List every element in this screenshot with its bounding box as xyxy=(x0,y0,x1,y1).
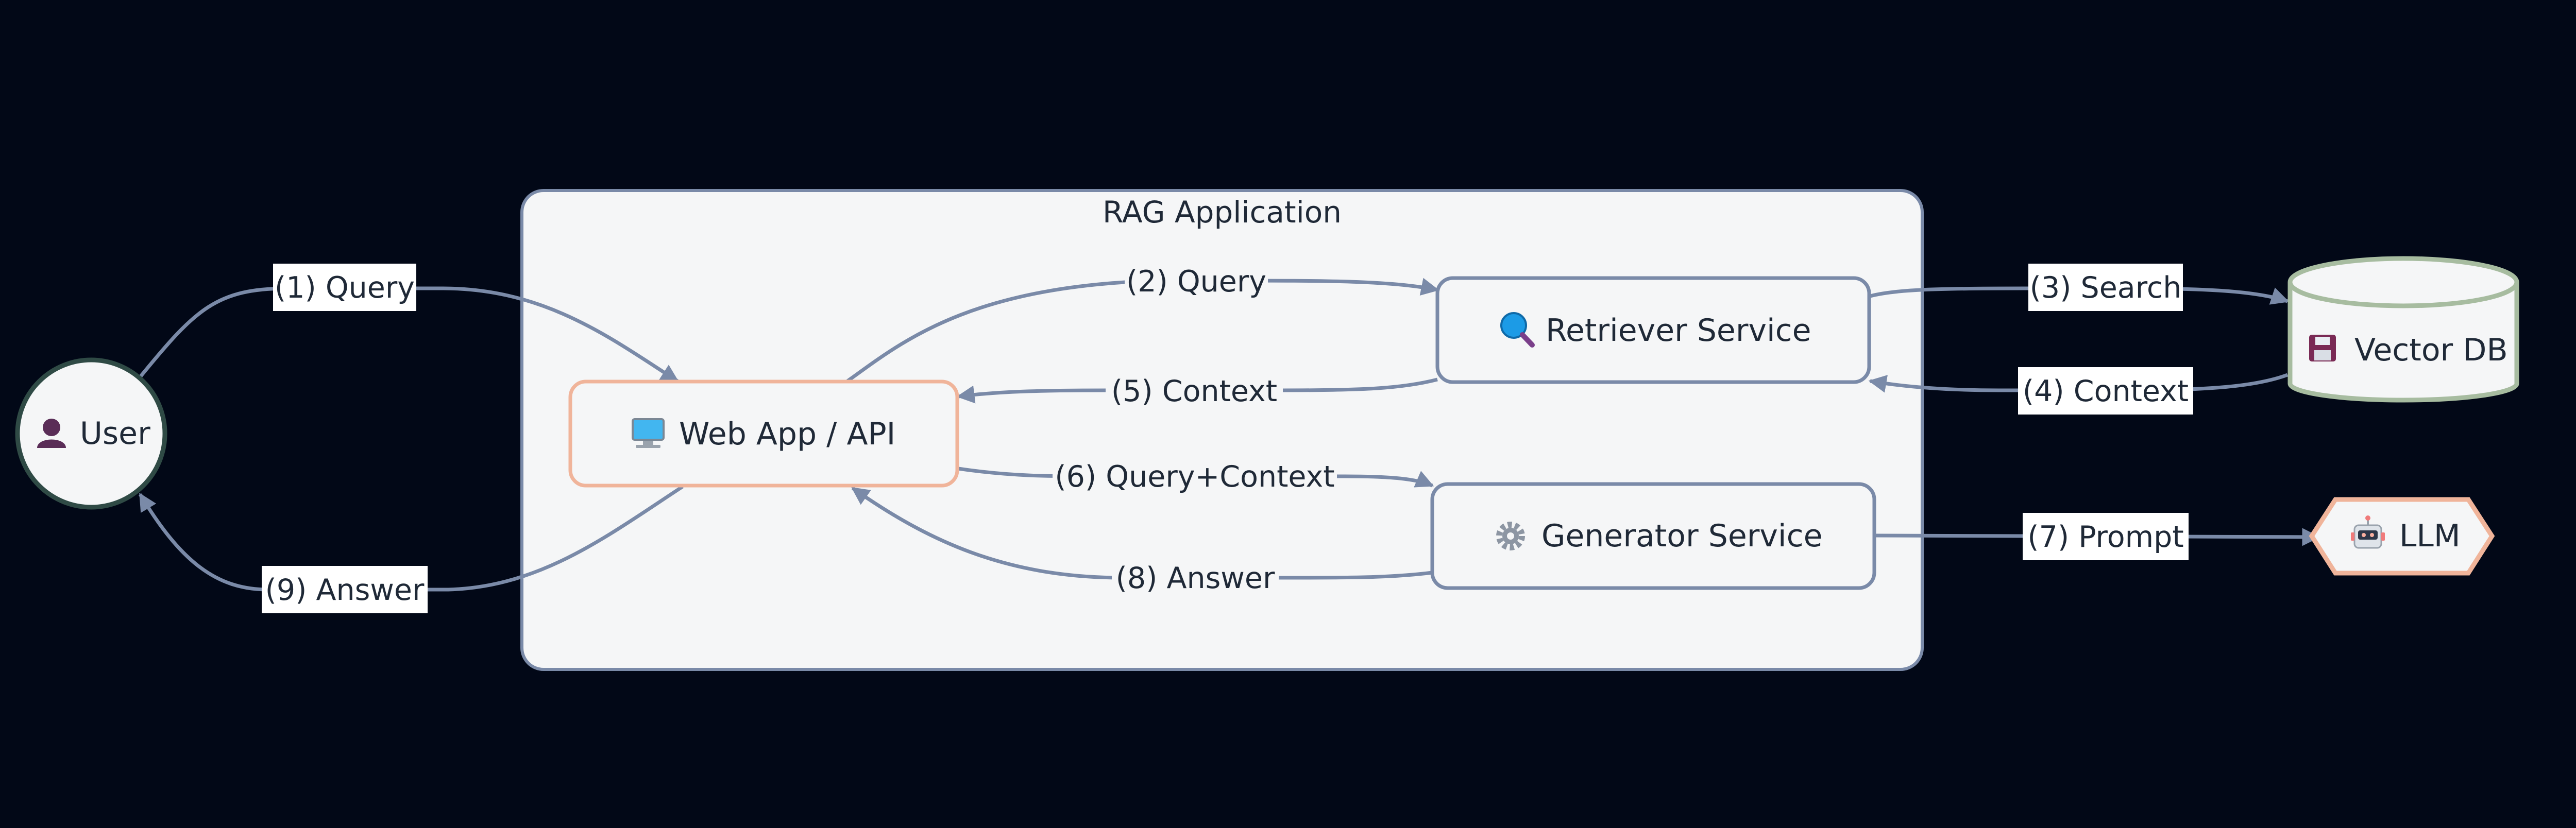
edge-7-label: (7) Prompt xyxy=(2023,513,2189,560)
floppy-disk-icon xyxy=(2309,335,2336,361)
node-llm-label: LLM xyxy=(2399,518,2461,554)
svg-text:(1) Query: (1) Query xyxy=(275,271,415,305)
edge-1-label: (1) Query xyxy=(273,264,416,311)
node-vectordb[interactable]: Vector DB xyxy=(2287,256,2519,403)
svg-text:(3) Search: (3) Search xyxy=(2030,271,2182,305)
robot-icon xyxy=(2351,515,2385,549)
edge-5-label: (5) Context xyxy=(1106,367,1283,415)
magnifier-icon xyxy=(1500,312,1535,348)
edge-3-label: (3) Search xyxy=(2028,264,2183,311)
edge-8-path xyxy=(851,487,1433,580)
svg-text:(5) Context: (5) Context xyxy=(1111,374,1277,408)
monitor-icon xyxy=(632,418,665,448)
node-retriever[interactable]: Retriever Service xyxy=(1435,276,1871,384)
group-title: RAG Application xyxy=(1103,195,1342,230)
svg-text:(6) Query+Context: (6) Query+Context xyxy=(1055,460,1334,494)
edge-9-label: (9) Answer xyxy=(262,566,428,613)
node-vectordb-label: Vector DB xyxy=(2354,332,2508,368)
node-webapp-label: Web App / API xyxy=(679,416,895,452)
svg-text:(9) Answer: (9) Answer xyxy=(265,573,425,607)
edge-8-label: (8) Answer xyxy=(1112,554,1279,601)
node-user[interactable]: User xyxy=(15,357,167,510)
edge-4-label: (4) Context xyxy=(2018,367,2193,415)
svg-text:(2) Query: (2) Query xyxy=(1126,265,1266,299)
svg-text:(4) Context: (4) Context xyxy=(2023,374,2189,408)
node-webapp[interactable]: Web App / API xyxy=(568,380,959,488)
gear-icon xyxy=(1496,522,1525,550)
edge-1-path xyxy=(139,286,679,383)
node-generator[interactable]: Generator Service xyxy=(1430,482,1876,590)
edge-6-label: (6) Query+Context xyxy=(1053,453,1337,500)
user-icon xyxy=(37,419,66,448)
node-user-label: User xyxy=(80,416,150,452)
node-retriever-label: Retriever Service xyxy=(1546,313,1811,349)
edge-2-label: (2) Query xyxy=(1125,257,1268,305)
svg-text:(8) Answer: (8) Answer xyxy=(1116,561,1275,595)
edge-9-path xyxy=(138,485,684,592)
node-llm[interactable]: LLM xyxy=(2309,497,2495,576)
node-generator-label: Generator Service xyxy=(1541,518,1823,554)
svg-text:(7) Prompt: (7) Prompt xyxy=(2027,520,2183,554)
